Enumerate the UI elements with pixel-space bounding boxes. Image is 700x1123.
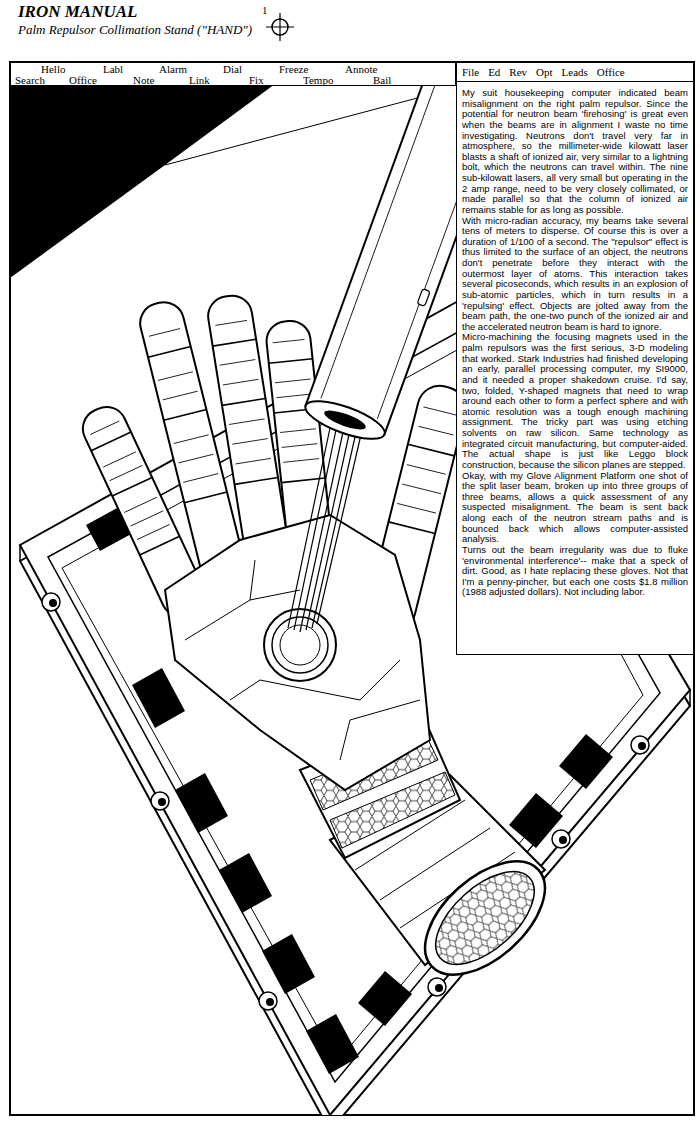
menu-item: Search: [15, 74, 45, 86]
repulsor-ring: [272, 617, 328, 673]
laser-beam: [288, 426, 363, 632]
opening-lining: [420, 855, 551, 981]
palm-repulsor: [264, 609, 336, 681]
body-paragraph: Okay, with my Glove Alignment Platform o…: [462, 471, 688, 545]
menu-item: File: [462, 66, 479, 79]
screw-head: [158, 798, 166, 806]
menu-item: Opt: [536, 66, 553, 79]
screw: [42, 593, 60, 611]
screw-head: [266, 998, 274, 1006]
finger-joints: [148, 347, 227, 503]
menu-bar: Hello Labl Alarm Dial Freeze AnnoteSearch Offi…: [10, 62, 456, 86]
crosshair-lines: [266, 13, 294, 41]
finger-ribs: [147, 328, 218, 482]
screw-head: [638, 742, 646, 750]
screw: [631, 736, 649, 754]
menu-item: Rev: [509, 66, 527, 79]
finger-joints: [91, 432, 179, 555]
alignment-block: [262, 934, 315, 994]
menu-item: Alarm: [159, 63, 187, 75]
body-paragraph: Turns out the beam irregularity was due …: [462, 545, 688, 598]
menu-item: Note: [133, 74, 154, 86]
menu-item: Labl: [103, 63, 123, 75]
menu-item: Bail: [373, 74, 391, 86]
menu-item: Freeze: [279, 63, 308, 75]
panel-menu-bar: File Ed Rev Opt Leads Office: [457, 63, 693, 82]
finger-ribs: [213, 320, 270, 464]
laser-beams: [288, 426, 363, 632]
menu-item: Fix: [249, 74, 264, 86]
finger-ribs: [88, 420, 169, 539]
screw-head: [435, 984, 443, 992]
menu-item: Leads: [562, 66, 588, 79]
menu-item: Annote: [345, 63, 377, 75]
screw: [151, 792, 169, 810]
body-paragraph: With micro-radian accuracy, my beams tak…: [462, 216, 688, 333]
alignment-block: [132, 668, 185, 728]
palm: [165, 515, 430, 790]
menu-item: Hello: [41, 63, 65, 75]
alignment-block: [219, 853, 272, 913]
alignment-block: [358, 971, 412, 1026]
screw: [428, 978, 446, 996]
platform-plate: [20, 300, 690, 1115]
screw-head: [559, 836, 567, 844]
subtitle: Palm Repulsor Collimation Stand ("HAND"): [18, 22, 252, 38]
dark-background: [10, 84, 275, 278]
page-frame: [10, 62, 694, 1115]
screw: [259, 992, 277, 1010]
sheet-number: 1: [262, 2, 268, 18]
housing-clip: [417, 289, 430, 307]
alignment-block: [175, 773, 228, 833]
menu-item: Link: [189, 74, 210, 86]
laser-nozzle: [301, 393, 389, 446]
body-paragraph: Micro-machining the focusing magnets use…: [462, 332, 688, 470]
body-paragraph: My suit housekeeping computer indicated …: [462, 88, 688, 216]
text-panel: My suit housekeeping computer indicated …: [456, 62, 694, 655]
menu-item: Tempo: [303, 74, 333, 86]
laser-aperture: [322, 407, 367, 433]
alignment-block: [559, 734, 613, 789]
menu-item: Dial: [223, 63, 242, 75]
thumb-ribs: [397, 406, 460, 513]
screw-head: [49, 599, 57, 607]
forearm-opening: [405, 840, 566, 996]
page-title: IRON MANUAL: [18, 2, 138, 22]
menu-item: Ed: [488, 66, 500, 79]
menu-item: Office: [597, 66, 625, 79]
alignment-block: [306, 1014, 359, 1074]
crosshair-symbol: [266, 13, 294, 41]
screw: [552, 830, 570, 848]
menu-item: Office: [69, 74, 97, 86]
